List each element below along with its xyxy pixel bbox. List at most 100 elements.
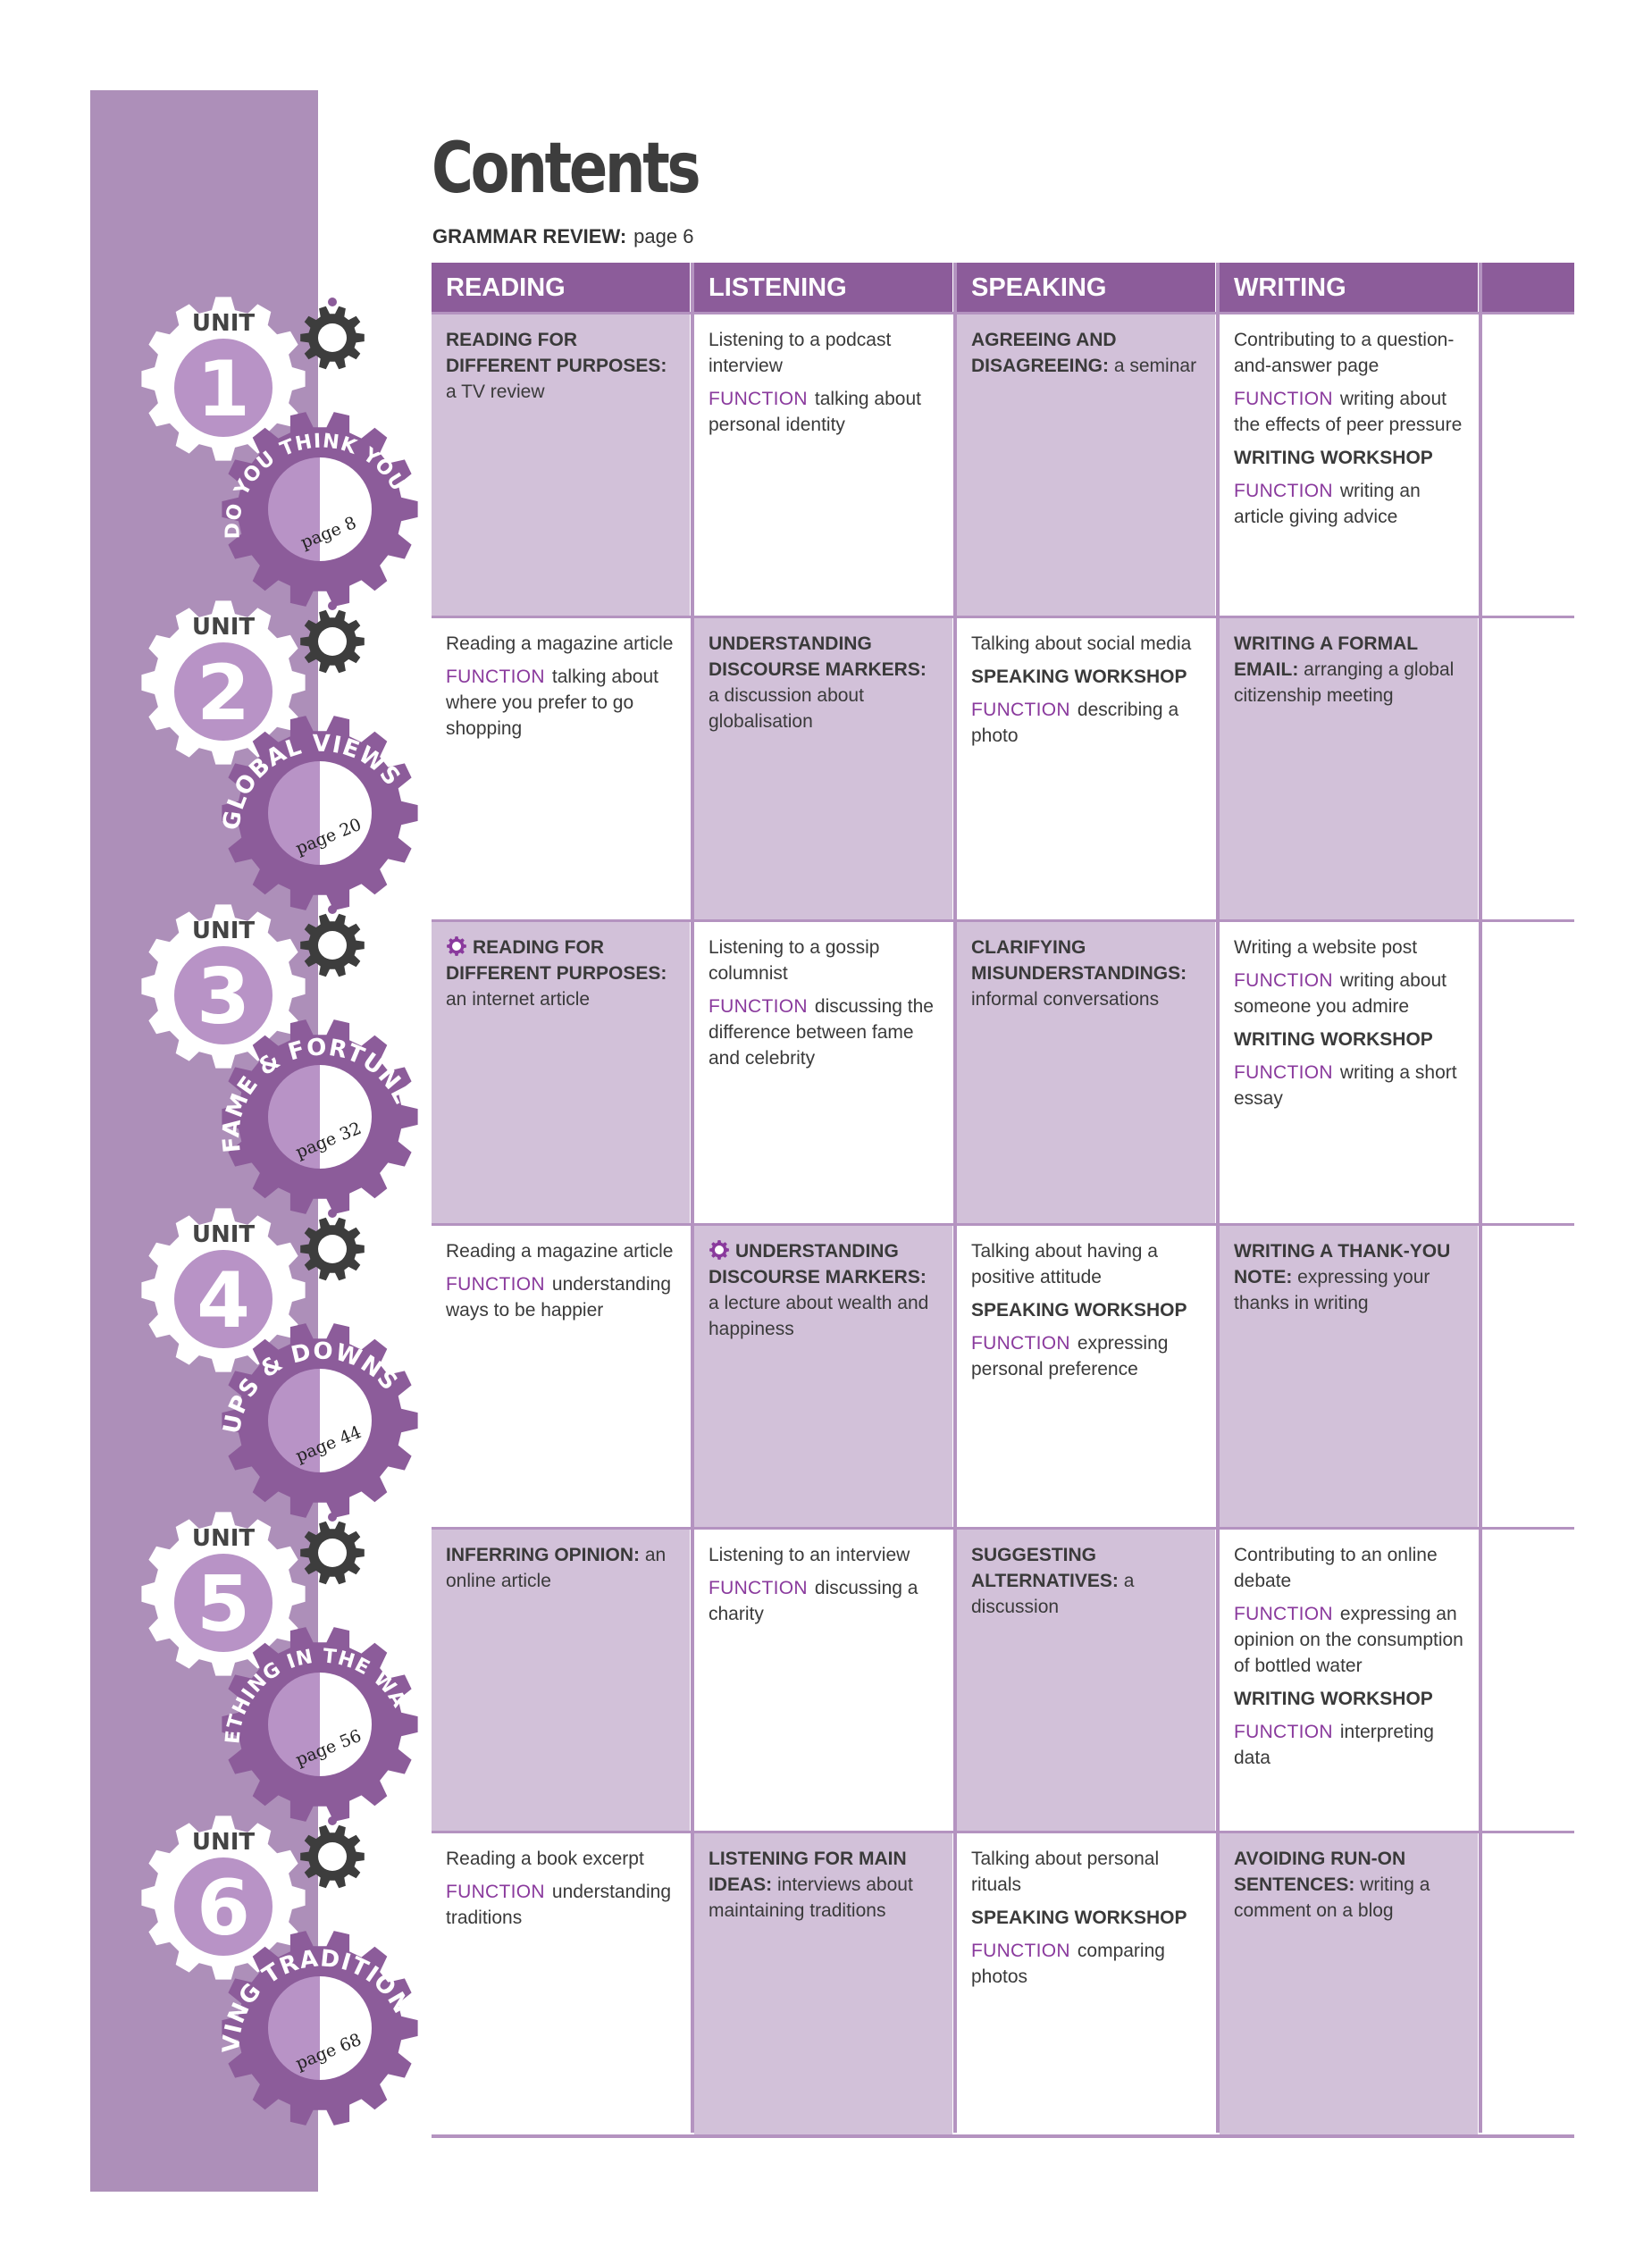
gear-icon <box>709 1240 729 1260</box>
cell-unit-6-listening[interactable]: LISTENING FOR MAIN IDEAS: interviews abo… <box>694 1833 952 2134</box>
function-label: FUNCTION <box>1234 481 1333 501</box>
cell-unit-5-reading[interactable]: INFERRING OPINION: an online article <box>432 1530 690 1831</box>
cell-unit-1-reading[interactable]: READING FOR DIFFERENT PURPOSES: a TV rev… <box>432 314 690 616</box>
reading-entry: READING FOR DIFFERENT PURPOSES: a TV rev… <box>446 327 679 405</box>
speaking-workshop: SPEAKING WORKSHOP <box>971 1905 1204 1931</box>
speaking-lesson-text: Talking about personal rituals <box>971 1849 1160 1895</box>
writing-text: Contributing to an online debate <box>1234 1542 1467 1594</box>
listening-lesson-text: Listening to a podcast interview <box>709 330 892 376</box>
cell-unit-4-speaking[interactable]: Talking about having a positive attitude… <box>957 1226 1215 1527</box>
workshop-title: SPEAKING WORKSHOP <box>971 1300 1187 1321</box>
row-divider <box>432 1223 1574 1226</box>
reading-skill-title: INFERRING OPINION: <box>446 1545 641 1565</box>
unit-number: 1 <box>197 345 250 434</box>
function-label: FUNCTION <box>971 700 1070 720</box>
unit-number-circle <box>174 1250 273 1348</box>
listening-text: Listening to a gossip columnist <box>709 935 942 986</box>
cell-unit-3-reading[interactable]: READING FOR DIFFERENT PURPOSES: an inter… <box>432 922 690 1223</box>
gear-icon-hole <box>715 1245 724 1254</box>
cog-icon-hole <box>318 627 347 656</box>
function-label: FUNCTION <box>1234 389 1333 409</box>
listening-function-text: discussing a charity <box>709 1578 918 1624</box>
unit-gears-graphic: UNIT6LIVING TRADITIONSpage 68 <box>125 1797 418 2126</box>
function-label: FUNCTION <box>1234 1722 1333 1742</box>
reading-text: Reading a magazine article <box>446 1238 679 1264</box>
unit-label: UNIT <box>192 310 256 337</box>
cell-unit-2-listening[interactable]: UNDERSTANDING DISCOURSE MARKERS: a discu… <box>694 618 952 919</box>
writing-entry: AVOIDING RUN-ON SENTENCES: writing a com… <box>1234 1846 1467 1924</box>
speaking-skill-title: CLARIFYING MISUNDERSTANDINGS: <box>971 937 1187 984</box>
listening-lesson-text: Listening to an interview <box>709 1545 910 1565</box>
cell-unit-4-listening[interactable]: UNDERSTANDING DISCOURSE MARKERS: a lectu… <box>694 1226 952 1527</box>
workshop-title: WRITING WORKSHOP <box>1234 1689 1433 1709</box>
reading-skill-desc: an online article <box>446 1545 667 1591</box>
listening-skill-title: UNDERSTANDING DISCOURSE MARKERS: <box>709 1241 927 1287</box>
cog-icon-hole <box>318 931 347 960</box>
speaking-text: Talking about social media <box>971 631 1204 657</box>
unit-label: UNIT <box>192 614 256 641</box>
header-speaking: SPEAKING <box>957 263 1215 313</box>
cell-unit-2-writing[interactable]: WRITING A FORMAL EMAIL: arranging a glob… <box>1220 618 1478 919</box>
row-divider <box>432 1527 1574 1530</box>
gear-icon <box>447 936 466 956</box>
unit-number: 6 <box>197 1864 250 1953</box>
reading-function-text: understanding traditions <box>446 1882 671 1928</box>
grammar-review[interactable]: GRAMMAR REVIEW:page 6 <box>432 225 693 248</box>
cell-unit-3-speaking[interactable]: CLARIFYING MISUNDERSTANDINGS: informal c… <box>957 922 1215 1223</box>
function-label: FUNCTION <box>709 1578 808 1598</box>
cell-unit-1-writing[interactable]: Contributing to a question-and-answer pa… <box>1220 314 1478 616</box>
speaking-skill-title: AGREEING AND DISAGREEING: <box>971 330 1117 376</box>
listening-text: Listening to a podcast interview <box>709 327 942 379</box>
reading-function-text: talking about where you prefer to go sho… <box>446 667 658 739</box>
cell-unit-5-speaking[interactable]: SUGGESTING ALTERNATIVES: a discussion <box>957 1530 1215 1831</box>
function-label: FUNCTION <box>446 667 545 687</box>
page-circle-left <box>268 1065 320 1169</box>
unit-badge-6[interactable]: UNIT6LIVING TRADITIONSpage 68 <box>125 1797 429 2126</box>
cell-unit-4-writing[interactable]: WRITING A THANK-YOU NOTE: expressing you… <box>1220 1226 1478 1527</box>
listening-skill-desc: interviews about maintaining traditions <box>709 1874 913 1921</box>
listening-skill-title: LISTENING FOR MAIN IDEAS: <box>709 1849 907 1895</box>
reading-lesson-text: Reading a magazine article <box>446 633 674 654</box>
writing-skill-title: AVOIDING RUN-ON SENTENCES: <box>1234 1849 1406 1895</box>
writing-skill-desc: expressing your thanks in writing <box>1234 1267 1430 1313</box>
writing-lesson-text: Contributing to a question-and-answer pa… <box>1234 330 1455 376</box>
function-label: FUNCTION <box>971 1333 1070 1354</box>
cell-unit-1-speaking[interactable]: AGREEING AND DISAGREEING: a seminar <box>957 314 1215 616</box>
cell-unit-6-writing[interactable]: AVOIDING RUN-ON SENTENCES: writing a com… <box>1220 1833 1478 2134</box>
page-circle-right <box>320 761 372 865</box>
writing-function-text: expressing an opinion on the consumption… <box>1234 1604 1463 1676</box>
unit-badge-1[interactable]: UNIT1WHO DO YOU THINK YOU ARE?page 8 <box>122 281 429 607</box>
gear-icon-hole <box>452 942 461 951</box>
cell-unit-4-extra <box>1482 1226 1574 1527</box>
writing-workshop: WRITING WORKSHOP <box>1234 445 1467 471</box>
function-label: FUNCTION <box>446 1882 545 1902</box>
speaking-entry: CLARIFYING MISUNDERSTANDINGS: informal c… <box>971 935 1204 1012</box>
speaking-lesson-text: Talking about social media <box>971 633 1192 654</box>
speaking-workshop-function-text: expressing personal preference <box>971 1333 1169 1379</box>
writing-function-text: writing about someone you admire <box>1234 970 1447 1017</box>
row-divider <box>432 616 1574 618</box>
unit-number-circle <box>174 339 273 437</box>
unit-badge-5[interactable]: UNIT5SOMETHING IN THE WATERpage 56 <box>124 1497 429 1822</box>
function-label: FUNCTION <box>1234 970 1333 991</box>
cell-unit-3-extra <box>1482 922 1574 1223</box>
row-divider <box>432 919 1574 922</box>
reading-entry: READING FOR DIFFERENT PURPOSES: an inter… <box>446 935 679 1012</box>
